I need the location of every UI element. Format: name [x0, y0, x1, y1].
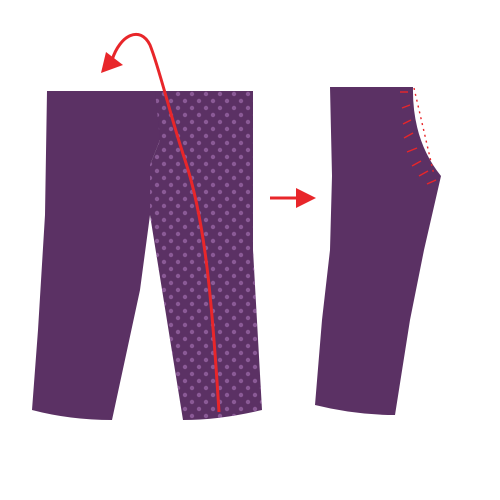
- folded-leg-piece: [315, 87, 441, 415]
- stitch-marks: [400, 87, 437, 185]
- fold-arrow-head-icon: [101, 52, 123, 73]
- unfolded-leg-piece: [32, 32, 262, 420]
- fold-arrow-icon: [110, 32, 221, 413]
- folded-leg-shape: [315, 87, 441, 415]
- right-arrow-icon: [270, 188, 316, 208]
- leg-piece-solid-half: [32, 91, 160, 420]
